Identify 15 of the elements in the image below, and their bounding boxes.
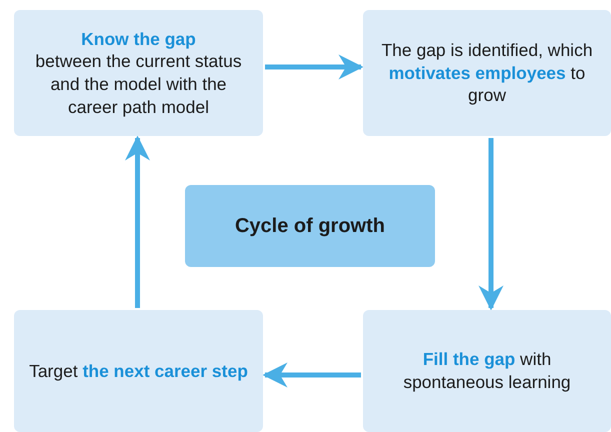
step-text: The gap is identified, which motivates employees to grow	[380, 38, 594, 108]
step-box	[363, 10, 611, 136]
step-text: Target the next career step	[29, 360, 248, 382]
step-box	[14, 310, 263, 432]
step-heading: Know the gap	[81, 28, 196, 50]
step-text: Cycle of growth	[234, 214, 385, 239]
title-box	[185, 185, 435, 267]
step-text: Fill the gap with spontaneous learning	[402, 348, 572, 394]
arrow	[262, 362, 361, 388]
step-box	[363, 310, 611, 432]
arrow	[478, 138, 504, 310]
step-box	[14, 10, 263, 136]
arrow	[125, 136, 150, 308]
step-text: between the current status and the model with the career path model	[34, 50, 243, 118]
arrow	[265, 54, 364, 80]
